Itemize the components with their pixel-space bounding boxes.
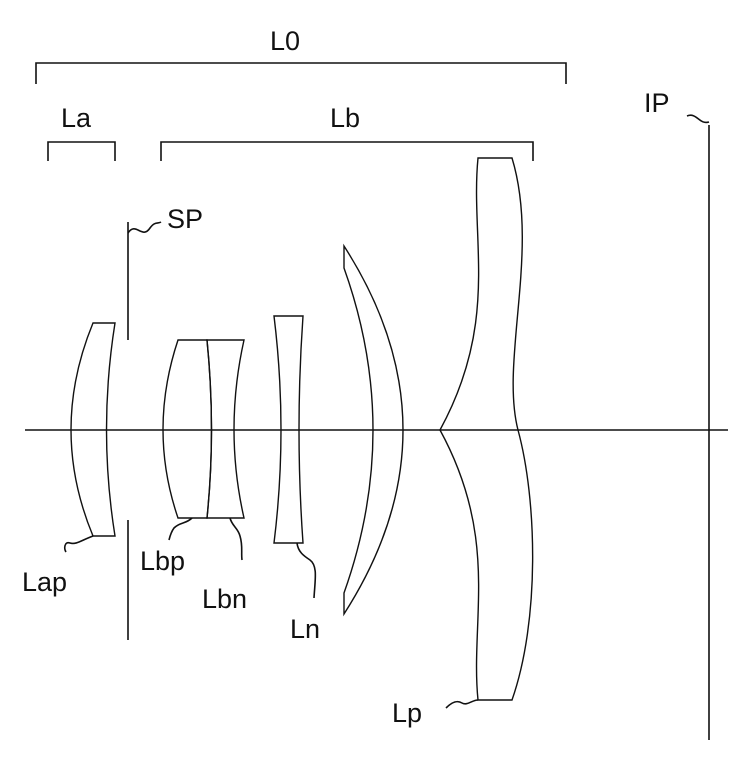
lp-leader	[445, 699, 479, 709]
lens-meniscus	[343, 243, 404, 617]
lbn-leader	[229, 517, 243, 561]
lens-lbn	[206, 339, 245, 519]
label-l0: L0	[270, 26, 300, 56]
label-lb: Lb	[330, 103, 360, 133]
lap-leader	[64, 535, 94, 553]
lens-lap	[70, 322, 116, 537]
label-lbn: Lbn	[202, 584, 247, 614]
lens-lbp	[162, 339, 213, 519]
label-la: La	[61, 103, 92, 133]
ln-leader	[296, 542, 317, 599]
lens-ln	[273, 315, 304, 544]
lens-lp	[439, 157, 534, 701]
label-ln: Ln	[290, 614, 320, 644]
sp-leader	[127, 221, 162, 234]
label-sp: SP	[167, 204, 203, 234]
label-lp: Lp	[392, 698, 422, 728]
label-lbp: Lbp	[140, 546, 185, 576]
label-ip: IP	[644, 88, 670, 118]
bracket-la	[47, 141, 116, 161]
bracket-lb	[160, 141, 534, 161]
bracket-l0	[35, 62, 567, 84]
ip-leader	[686, 114, 710, 124]
label-lap: Lap	[22, 567, 67, 597]
lbp-leader	[168, 517, 193, 541]
